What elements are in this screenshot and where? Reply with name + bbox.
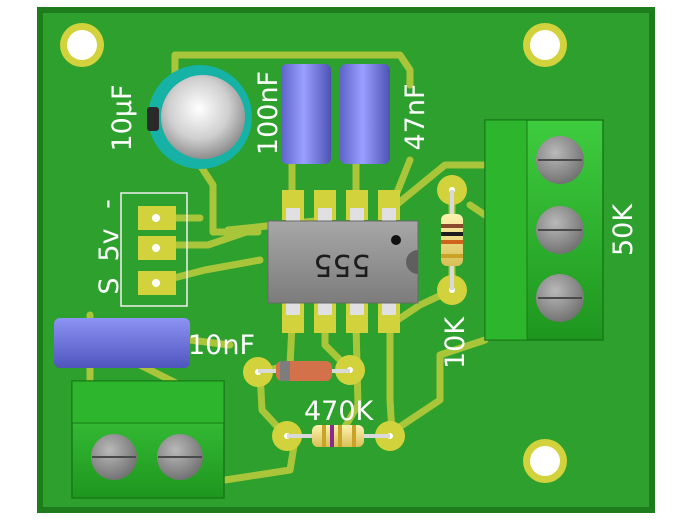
ic-leg [382, 208, 396, 222]
resistor-band [338, 425, 342, 447]
label-50k: 50K [608, 203, 639, 256]
resistor-470k [272, 421, 405, 451]
diode [243, 355, 365, 387]
resistor-band [441, 224, 463, 228]
ic-leg [382, 301, 396, 315]
capacitor-body [340, 64, 390, 164]
label-10uf: 10µF [107, 84, 138, 151]
diode-cathode-band [280, 361, 290, 381]
capacitor-47nf [340, 64, 390, 164]
header-outline [120, 192, 188, 307]
mounting-hole-center [530, 30, 560, 60]
label-47nf: 47nF [400, 84, 431, 151]
header-hole [152, 244, 160, 252]
capacitor-10nf [54, 318, 190, 368]
mounting-hole-center [67, 30, 97, 60]
capacitor-100nf [281, 64, 331, 164]
resistor-band [322, 425, 326, 447]
capacitor-top [161, 75, 245, 159]
label-470k: 470K [304, 396, 375, 427]
potentiometer-50k [484, 119, 604, 341]
ic-pins-top [282, 190, 400, 222]
ic-body [267, 220, 419, 304]
ic-notch [406, 250, 418, 274]
pot-terminal-side [484, 119, 528, 341]
resistor-band [441, 232, 463, 236]
resistor-band [441, 240, 463, 244]
label-pin-s: S [94, 277, 125, 294]
resistor-band [352, 425, 356, 447]
sensor-header [138, 206, 176, 295]
label-100nf: 100nF [253, 71, 284, 155]
capacitor-body [281, 64, 331, 164]
capacitor-body [54, 318, 190, 368]
ic-555 [267, 190, 419, 333]
mounting-hole-center [530, 446, 560, 476]
resistor-band [441, 254, 463, 258]
header-hole [152, 279, 160, 287]
label-pin-5v: 5v [94, 228, 125, 261]
ic-leg [318, 301, 332, 315]
power-terminal-block [71, 380, 225, 499]
ic-leg [318, 208, 332, 222]
electrolytic-capacitor-10uf [147, 65, 252, 169]
ic-leg [286, 301, 300, 315]
terminal-top [71, 380, 225, 424]
ic-leg [286, 208, 300, 222]
capacitor-polarity-mark [147, 107, 159, 131]
ic-leg [350, 208, 364, 222]
label-ic-555: 555 [313, 247, 370, 282]
label-10k: 10K [440, 316, 471, 369]
mounting-holes [60, 23, 567, 483]
label-10nf: 10nF [188, 330, 255, 361]
label-pin-minus: - [92, 199, 123, 209]
resistor-band [330, 425, 334, 447]
header-hole [152, 214, 160, 222]
ic-pins-bottom [282, 301, 400, 333]
resistor-10k [437, 175, 467, 305]
ic-pin1-dot [391, 235, 401, 245]
ic-leg [350, 301, 364, 315]
